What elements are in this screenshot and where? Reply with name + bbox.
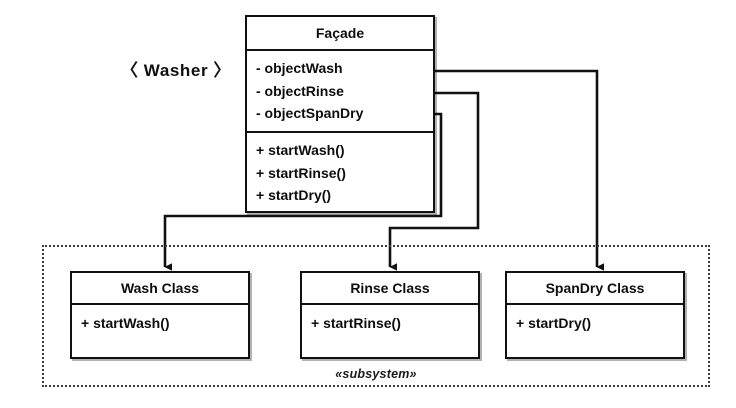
spandry-operations-compartment: + startDry() — [507, 303, 683, 358]
wash-operations-compartment: + startWash() — [72, 303, 248, 358]
rinse-operation-startrinse: + startRinse() — [311, 315, 401, 331]
facade-operation-startrinse: + startRinse() — [256, 164, 346, 181]
rinse-class-name: Rinse Class — [350, 280, 430, 296]
facade-operations-compartment: + startWash() + startRinse() + startDry(… — [247, 131, 433, 210]
subsystem-stereotype-label: «subsystem» — [335, 367, 417, 381]
facade-operation-startwash: + startWash() — [256, 142, 345, 158]
facade-attribute-objectwash: - objectWash — [256, 60, 343, 76]
class-box-wash[interactable]: Wash Class + startWash() — [70, 271, 250, 359]
facade-attribute-objectspandry: - objectSpanDry — [256, 105, 364, 122]
rinse-operations-compartment: + startRinse() — [302, 303, 478, 358]
link-objectwash-to-spandry — [409, 69, 604, 271]
link-objectrinse-to-rinse — [388, 91, 480, 271]
facade-attribute-objectrinse: - objectRinse — [256, 82, 344, 99]
subsystem-boundary: «subsystem» — [42, 245, 710, 387]
class-box-rinse[interactable]: Rinse Class + startRinse() — [300, 271, 480, 359]
wash-class-name: Wash Class — [120, 280, 200, 296]
washer-label: 〈 Washer 〉 — [120, 61, 232, 80]
class-box-spandry[interactable]: SpanDry Class + startDry() — [505, 271, 685, 359]
facade-operation-startdry: + startDry() — [256, 187, 332, 204]
facade-class-name: Façade — [315, 25, 365, 41]
facade-attributes-compartment: - objectWash - objectRinse - objectSpanD… — [247, 49, 433, 131]
spandry-operation-startdry: + startDry() — [516, 315, 592, 331]
spandry-class-name: SpanDry Class — [545, 280, 645, 296]
class-box-facade[interactable]: Façade - objectWash - objectRinse - obje… — [245, 15, 435, 213]
wash-operation-startwash: + startWash() — [81, 315, 170, 331]
